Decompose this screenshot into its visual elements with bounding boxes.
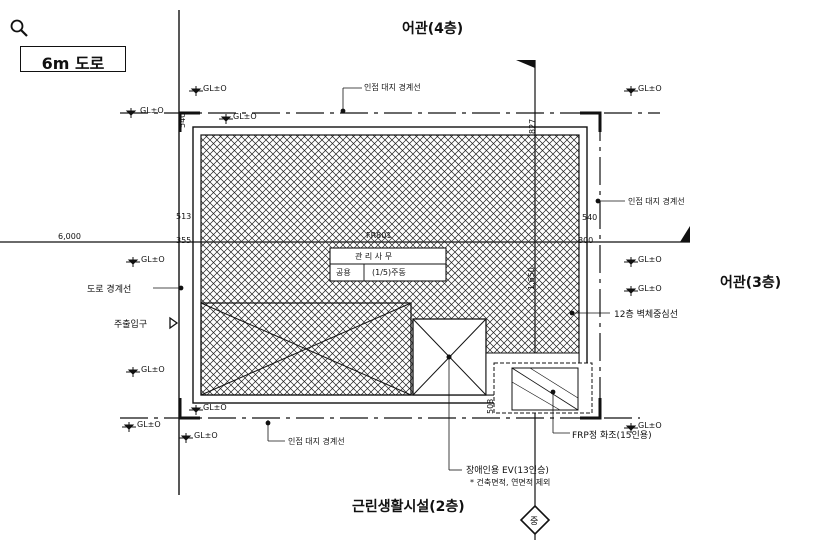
dim-left-mid: 513 bbox=[176, 212, 192, 221]
level-mark-icon bbox=[122, 86, 638, 443]
magnifier-icon[interactable] bbox=[9, 18, 29, 38]
axis-arrow bbox=[680, 226, 690, 242]
north-boundary-label: 인접 대지 경계선 bbox=[364, 83, 421, 92]
room-cell-left: 공용 bbox=[336, 268, 351, 277]
road-label-box: 6m 도로 bbox=[20, 46, 126, 73]
dim-left-low: 355 bbox=[176, 236, 192, 245]
room-cell-right: (1/5)주동 bbox=[372, 268, 406, 277]
road-label: 6m 도로 bbox=[41, 54, 105, 73]
dim-right-low: 800 bbox=[578, 236, 594, 245]
frp-tank-label: FRP정 화조(15인용) bbox=[572, 431, 652, 441]
site-corner-sw bbox=[178, 398, 200, 420]
gl-label: GL±O bbox=[203, 403, 227, 412]
elevator-note: * 건축면적, 연면적 제외 bbox=[470, 478, 551, 487]
north-marker-icon bbox=[519, 504, 551, 536]
dim-west-road: 6,000 bbox=[58, 232, 81, 241]
dim-bottom: 508 bbox=[486, 398, 495, 414]
gl-label: GL±O bbox=[140, 106, 164, 115]
south-boundary-label: 인접 대지 경계선 bbox=[288, 437, 345, 446]
entrance-arrow-icon bbox=[169, 316, 179, 330]
wall-line-label: 12층 벽체중심선 bbox=[614, 310, 678, 320]
room-box bbox=[329, 247, 447, 282]
gl-label: GL±O bbox=[203, 84, 227, 93]
road-boundary-label: 도로 경계선 bbox=[87, 285, 132, 295]
gl-label: GL±O bbox=[233, 112, 257, 121]
south-building-label: 근린생활시설(2층) bbox=[352, 499, 465, 515]
room-title: 관 리 사 무 bbox=[355, 252, 393, 261]
site-corner-nw bbox=[178, 111, 200, 132]
elevator-label: 장애인용 EV(13인승) bbox=[466, 466, 549, 476]
north-flag bbox=[516, 60, 535, 68]
dim-right-mid: 540 bbox=[582, 213, 598, 222]
gl-label: GL±O bbox=[141, 255, 165, 264]
entrance-label: 주출입구 bbox=[114, 320, 148, 330]
gl-label: GL±O bbox=[137, 420, 161, 429]
north-building-label: 어관(4층) bbox=[402, 21, 464, 37]
east-boundary-label: 인접 대지 경계선 bbox=[628, 197, 685, 206]
gl-label: GL±O bbox=[638, 421, 662, 430]
center-label: FR801 bbox=[366, 231, 392, 240]
dim-vertical: 1,650 bbox=[527, 267, 536, 290]
gl-label: GL±O bbox=[194, 431, 218, 440]
gl-label: GL±O bbox=[638, 84, 662, 93]
site-corner-se bbox=[580, 398, 602, 420]
building-outline bbox=[192, 126, 588, 404]
site-corner-ne bbox=[580, 111, 602, 132]
east-building-label: 어관(3층) bbox=[720, 275, 782, 291]
north-marker-label: 중 bbox=[530, 517, 539, 527]
dim-top-left: 540 bbox=[178, 112, 187, 128]
gl-label: GL±O bbox=[141, 365, 165, 374]
gl-label: GL±O bbox=[638, 284, 662, 293]
parking-zone bbox=[200, 302, 412, 396]
dim-top-right: 827 bbox=[528, 118, 537, 134]
gl-label: GL±O bbox=[638, 255, 662, 264]
